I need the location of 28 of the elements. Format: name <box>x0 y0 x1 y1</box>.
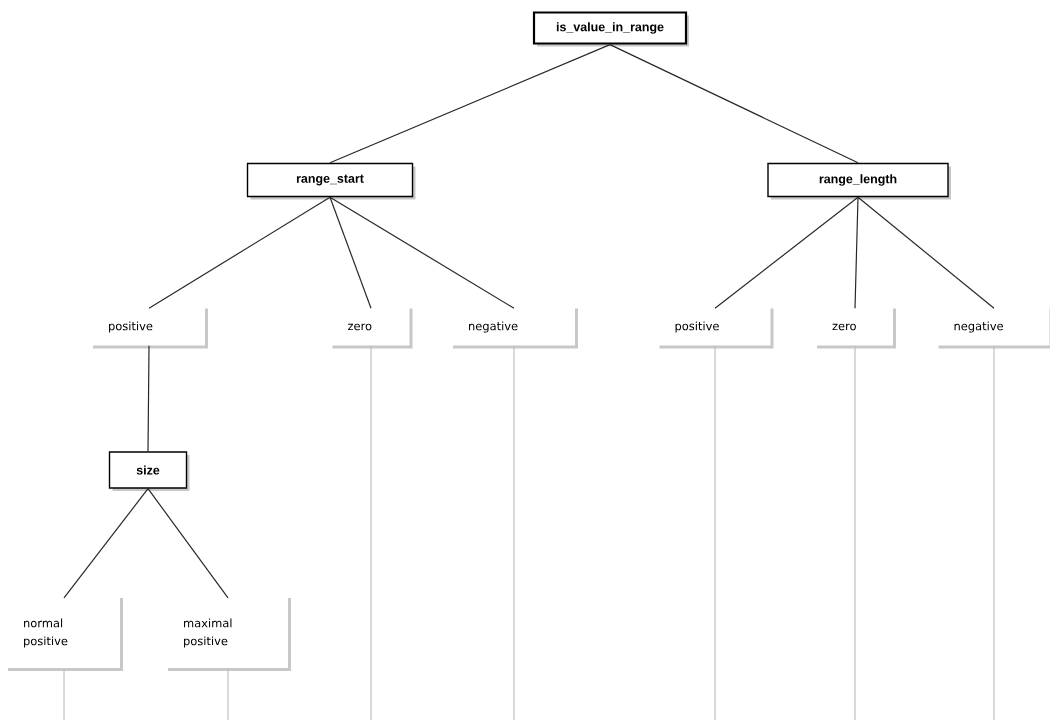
class-box: positive <box>659 308 774 349</box>
class-box: zero <box>332 308 413 349</box>
connector-line <box>609 44 859 164</box>
connector-line <box>63 488 149 599</box>
class-box: positive <box>93 308 208 349</box>
connector-line <box>147 488 229 599</box>
connector-line <box>329 196 372 309</box>
connector-line <box>329 44 611 164</box>
root-box: is_value_in_range <box>532 11 689 47</box>
branch-line <box>513 345 515 720</box>
class-box: zero <box>817 308 896 349</box>
class-box: negative <box>453 308 578 349</box>
category-box: size <box>108 451 190 491</box>
connector-line <box>148 196 331 309</box>
branch-line <box>714 345 716 720</box>
connector-line <box>329 196 515 309</box>
class-box: maximal positive <box>168 598 291 671</box>
connector-line <box>714 196 859 309</box>
branch-line <box>993 345 995 720</box>
connector-line <box>147 345 150 452</box>
category-box: range_length <box>767 162 951 200</box>
connector-line <box>854 196 859 309</box>
branch-line <box>370 345 372 720</box>
category-box: range_start <box>246 162 416 200</box>
branch-line <box>854 345 856 720</box>
class-box: negative <box>938 308 1050 349</box>
class-box: normal positive <box>8 598 123 671</box>
connector-line <box>857 196 995 309</box>
